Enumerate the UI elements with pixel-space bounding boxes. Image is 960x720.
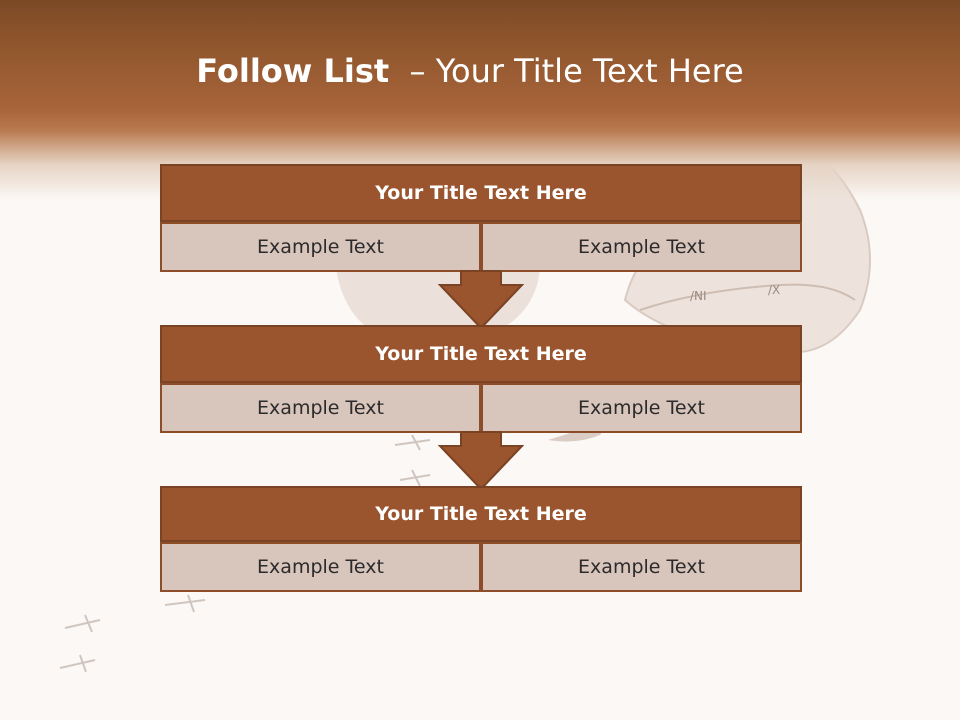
svg-text:/NI: /NI — [690, 289, 707, 303]
svg-text:/X: /X — [768, 283, 780, 297]
step-block-3: Your Title Text Here Example Text Exampl… — [160, 486, 802, 592]
step-3-right-text: Example Text — [481, 542, 802, 592]
step-3-title: Your Title Text Here — [160, 486, 802, 542]
down-arrow-icon — [438, 270, 524, 330]
step-3-left-text: Example Text — [160, 542, 481, 592]
slide-title: Follow List – Your Title Text Here — [0, 52, 940, 90]
step-block-1: Your Title Text Here Example Text Exampl… — [160, 164, 802, 272]
down-arrow-icon — [438, 431, 524, 491]
step-2-title: Your Title Text Here — [160, 325, 802, 383]
step-2-right-text: Example Text — [481, 383, 802, 433]
step-1-title: Your Title Text Here — [160, 164, 802, 222]
step-1-right-text: Example Text — [481, 222, 802, 272]
step-2-left-text: Example Text — [160, 383, 481, 433]
slide-title-rest: – Your Title Text Here — [389, 52, 744, 90]
slide-title-bold: Follow List — [196, 52, 390, 90]
step-1-left-text: Example Text — [160, 222, 481, 272]
step-block-2: Your Title Text Here Example Text Exampl… — [160, 325, 802, 433]
